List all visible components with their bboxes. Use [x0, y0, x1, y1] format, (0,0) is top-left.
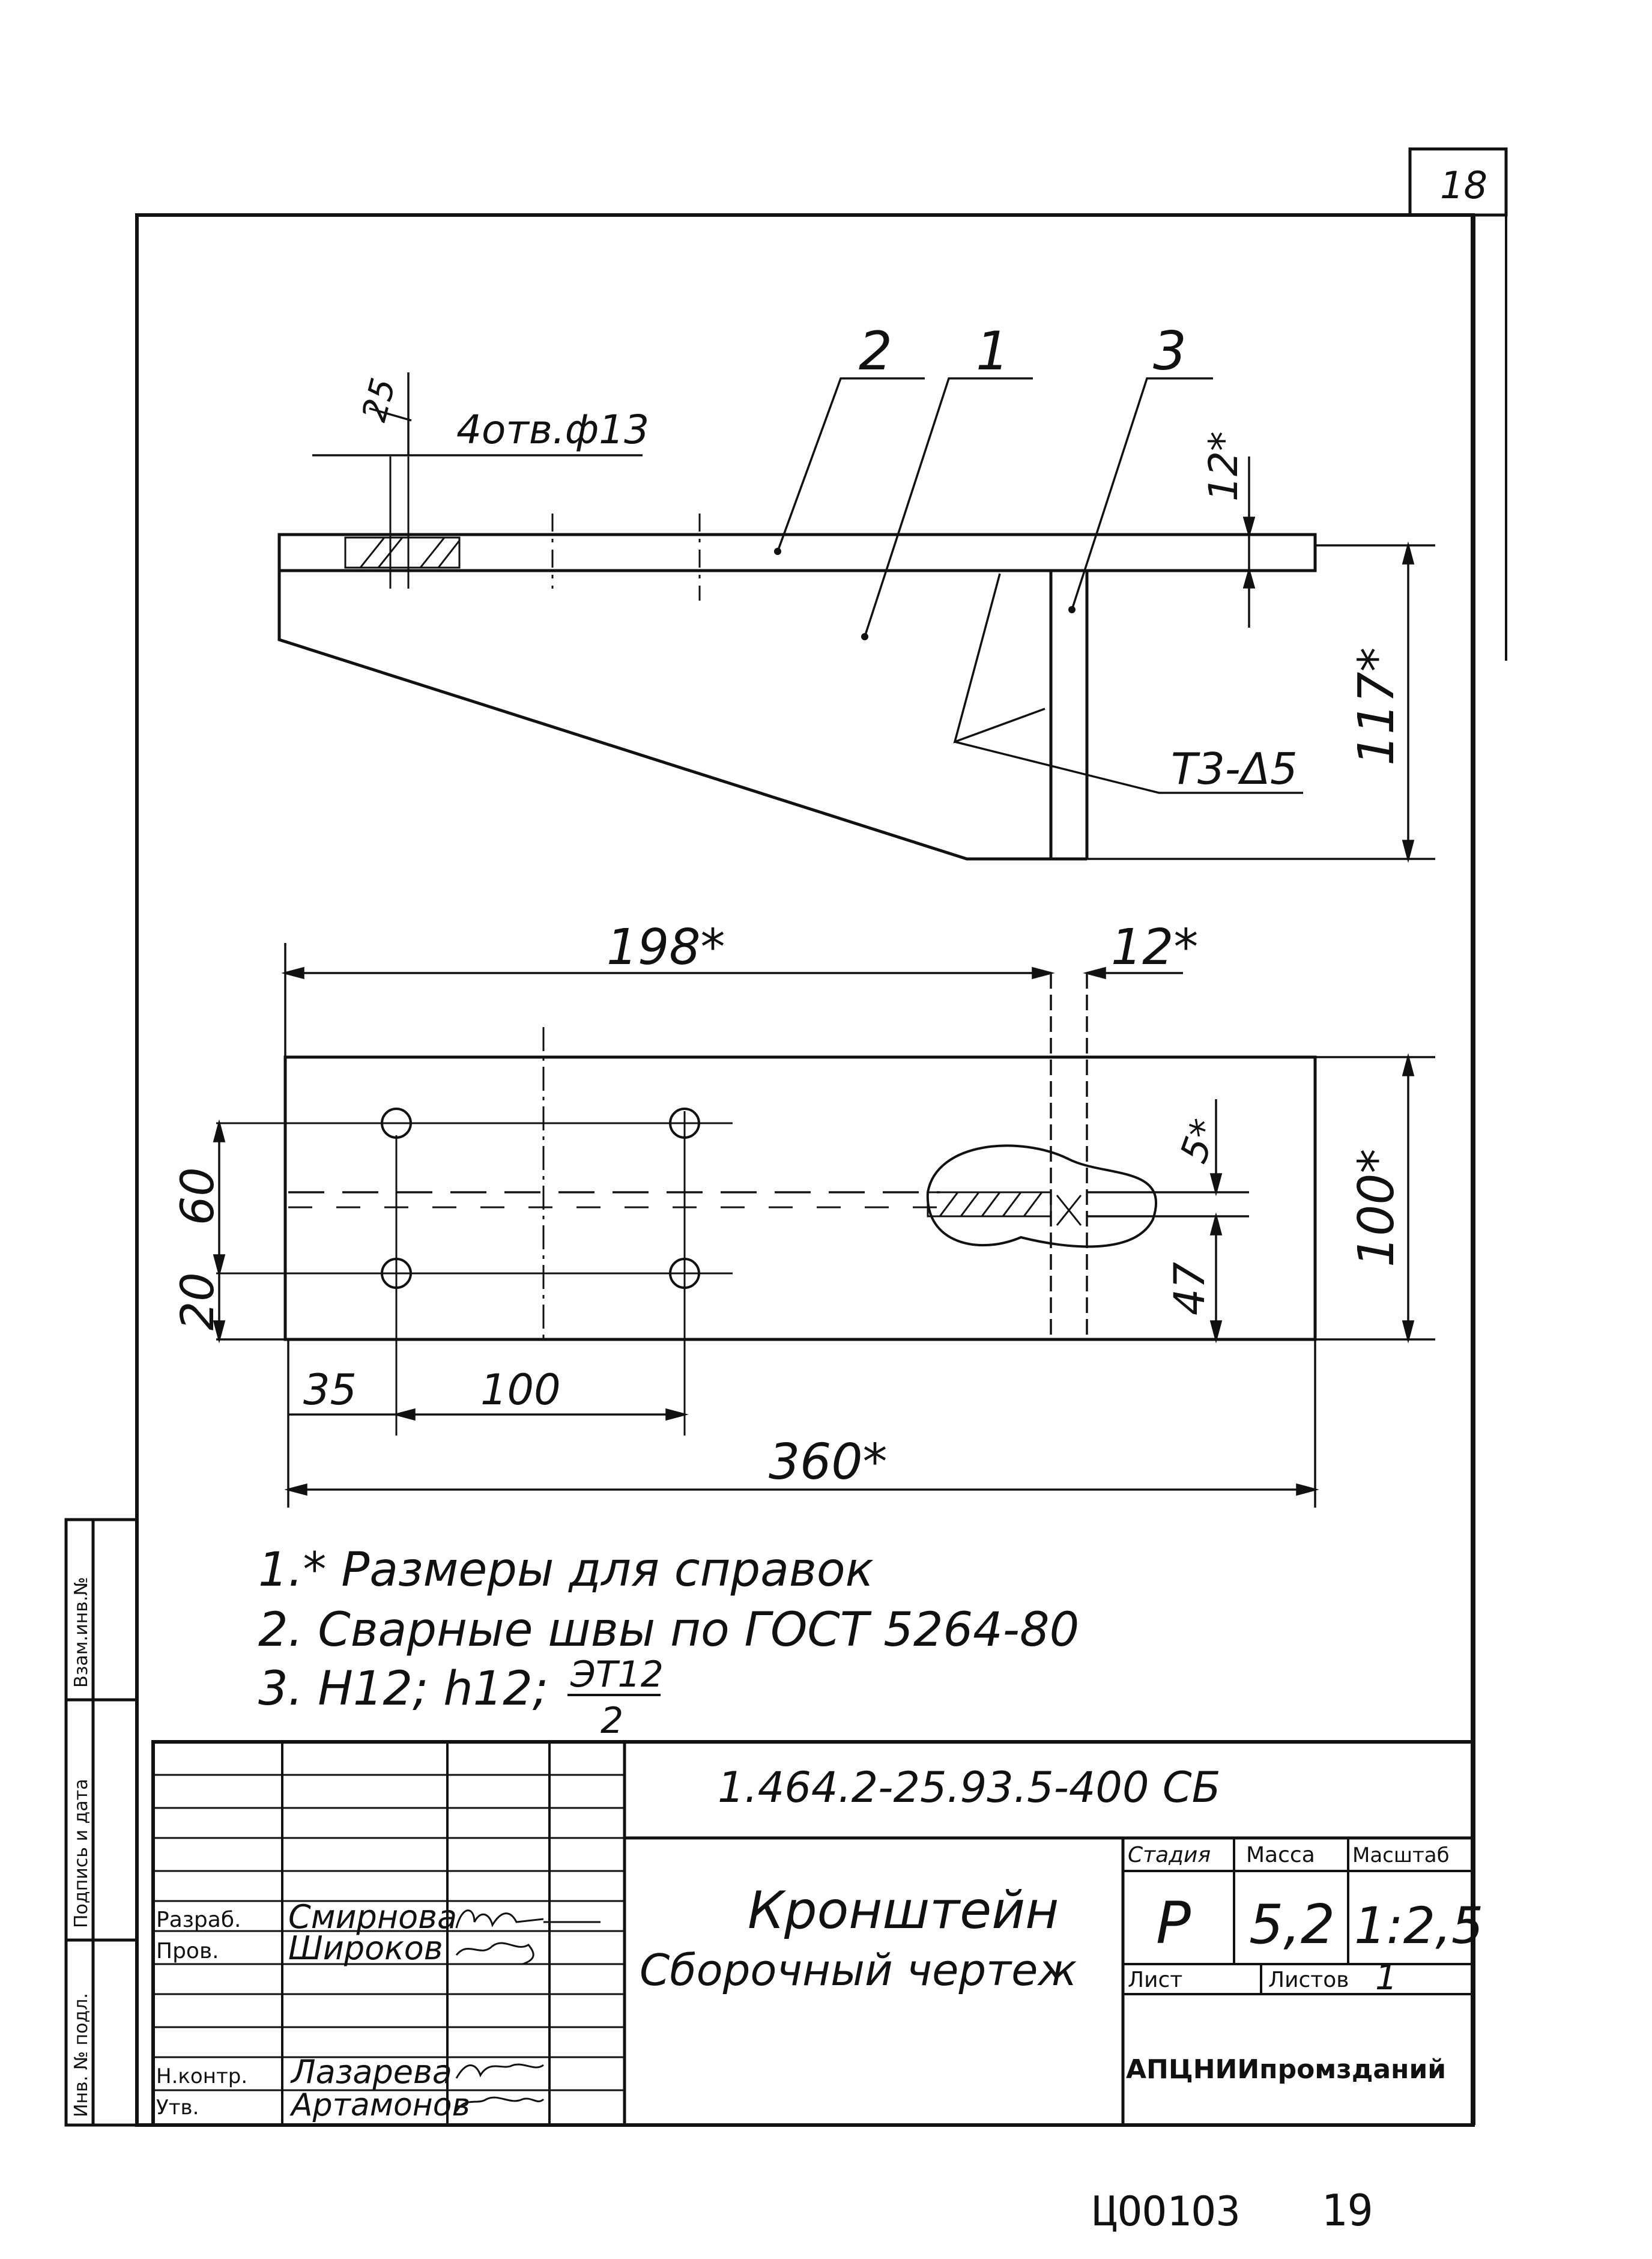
- note-3-fraction: ЭТ12 2: [567, 1654, 664, 1742]
- note-2: 2. Сварные швы по ГОСТ 5264-80: [258, 1603, 1079, 1657]
- dim-117-label: 117*: [1348, 647, 1405, 766]
- callout-dot-2: [774, 548, 781, 555]
- dim-20: 20: [171, 1272, 224, 1330]
- name-checker: Широков: [288, 1929, 443, 1967]
- dim-100-bottom: 100: [480, 1365, 561, 1415]
- item-name: Кронштейн: [748, 1881, 1059, 1941]
- signature-norm-control: [455, 2063, 544, 2079]
- dim-5: 5*: [1171, 1114, 1227, 1168]
- scale-header: Масштаб: [1352, 1843, 1450, 1867]
- callout-2: 2: [859, 320, 892, 382]
- stage-value: Р: [1156, 1890, 1191, 1957]
- doc-code: 1.464.2-25.93.5-400 СБ: [718, 1763, 1221, 1812]
- weld-symbol: Т3-Δ5: [1171, 744, 1298, 794]
- stage-header: Стадия: [1128, 1843, 1211, 1867]
- dim-100-right: 100*: [1348, 1148, 1405, 1267]
- name-approver: Артамонов: [289, 2087, 470, 2123]
- page-number: 19: [1321, 2185, 1373, 2236]
- callout-leaders: [776, 377, 1303, 794]
- dim-198: 198*: [607, 919, 725, 976]
- name-norm-control: Лазарева: [290, 2053, 452, 2091]
- role-approver: Утв.: [156, 2096, 199, 2120]
- side-label-inv: Инв. № подл.: [71, 1993, 92, 2117]
- note-3: 3. Н12; h12;: [258, 1662, 548, 1716]
- signatures: [455, 1909, 601, 2112]
- archive-code: ЦОО1О3: [1093, 2188, 1241, 2236]
- dim-12-plan: 12*: [1111, 919, 1198, 976]
- dim-12-front: [1242, 456, 1256, 628]
- sheet-number: 18: [1440, 163, 1487, 207]
- holes-note: 4отв.ф13: [456, 407, 649, 453]
- dim-35: 35: [303, 1365, 357, 1415]
- signature-developer: [455, 1909, 601, 1929]
- note-3-denominator: 2: [601, 1700, 623, 1742]
- dim-117: [1087, 541, 1435, 863]
- note-1: 1.* Размеры для справок: [258, 1543, 874, 1597]
- role-checker: Пров.: [156, 1939, 219, 1963]
- callout-1: 1: [976, 320, 1009, 382]
- side-label-vzam: Взам.инв.№: [71, 1577, 92, 1688]
- sheets-value: 1: [1375, 1957, 1397, 1998]
- side-stamp: [64, 1518, 139, 2127]
- sheet-frame: [135, 147, 1508, 2127]
- dim-25: 25: [355, 374, 404, 426]
- role-developer: Разраб.: [156, 1908, 241, 1932]
- mass-value: 5,2: [1249, 1893, 1335, 1956]
- dim-360: 360*: [769, 1434, 888, 1491]
- note-3-numerator: ЭТ12: [570, 1654, 664, 1696]
- front-view: [277, 456, 1317, 861]
- scale-value: 1:2,5: [1354, 1896, 1483, 1955]
- drawing-type: Сборочный чертеж: [640, 1945, 1077, 1995]
- mass-header: Масса: [1246, 1843, 1315, 1867]
- dim-12-front-label: 12*: [1200, 431, 1247, 502]
- callout-dot-3: [1068, 606, 1076, 613]
- side-label-podpis: Подпись и дата: [71, 1779, 92, 1929]
- callout-3: 3: [1153, 320, 1187, 382]
- name-developer: Смирнова: [288, 1898, 457, 1936]
- hole-note-leader: [312, 372, 643, 456]
- signature-approver: [455, 2096, 545, 2112]
- role-norm-control: Н.контр.: [156, 2064, 247, 2088]
- callout-dot-1: [861, 633, 868, 640]
- sheets-label: Листов: [1268, 1968, 1349, 1992]
- dim-60: 60: [171, 1167, 224, 1225]
- plan-dimensions: [213, 943, 1435, 1508]
- title-block: [151, 1740, 1475, 2127]
- sheet-label: Лист: [1128, 1968, 1182, 1992]
- signature-checker: [455, 1942, 534, 1965]
- organization: АПЦНИИпромзданий: [1126, 2054, 1446, 2085]
- plan-view: [216, 973, 1317, 1436]
- dim-47: 47: [1165, 1262, 1214, 1315]
